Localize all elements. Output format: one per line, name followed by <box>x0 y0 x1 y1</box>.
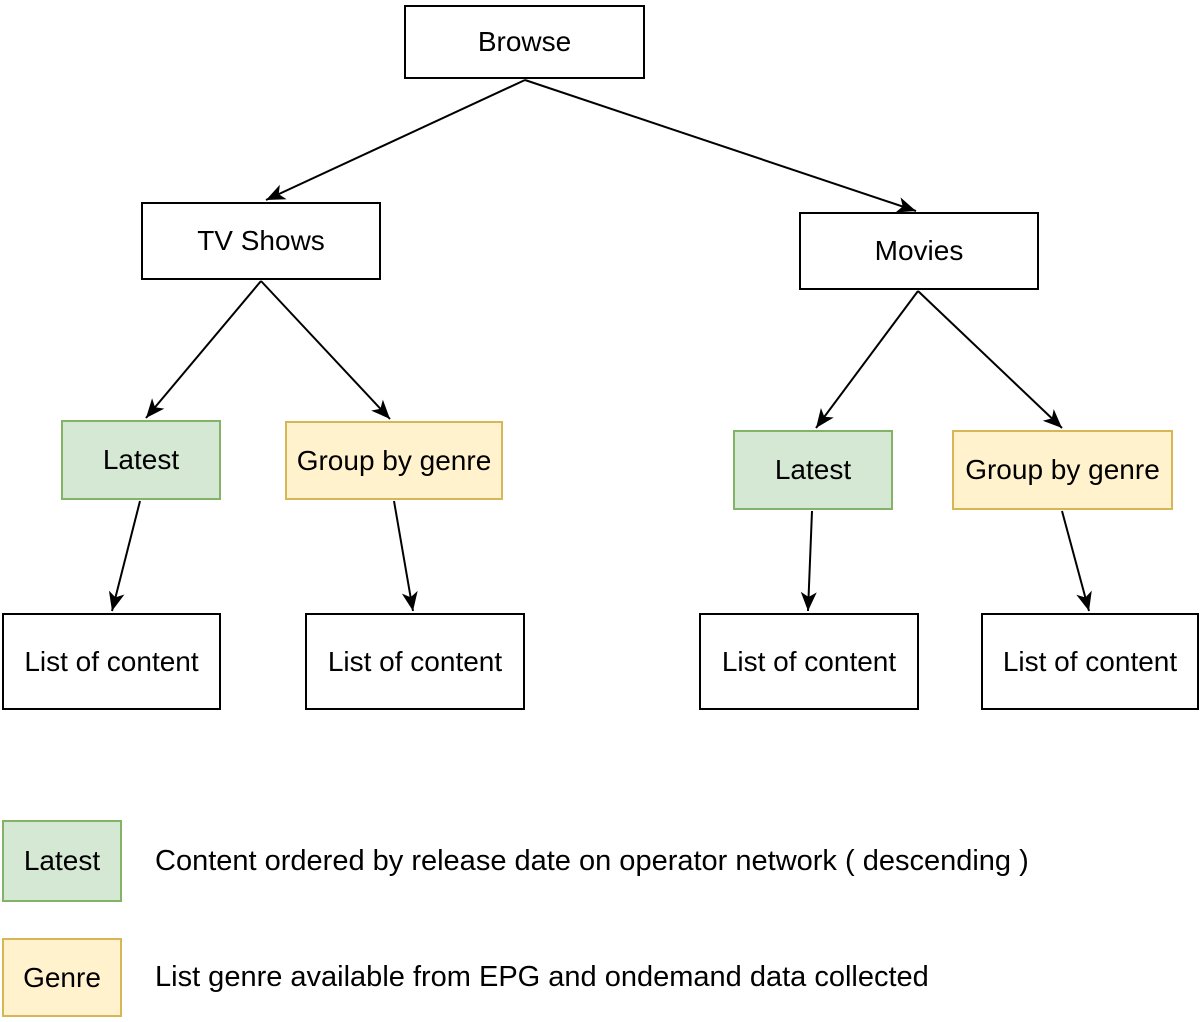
edge-browse-movies <box>524 79 917 213</box>
node-movies: Movies <box>799 212 1039 290</box>
node-movies-group-by-genre: Group by genre <box>952 430 1173 510</box>
edge-browse-tvshows <box>265 79 526 201</box>
edge-movies-genre <box>917 290 1063 429</box>
edge-mvlatest-list <box>800 510 817 612</box>
edge-tvshows-latest <box>145 280 262 419</box>
legend-genre-swatch: Genre <box>2 938 122 1017</box>
edge-tvshows-genre <box>260 280 391 420</box>
node-list-of-content-movies-genre: List of content <box>981 613 1199 710</box>
node-list-of-content-movies-latest: List of content <box>699 613 919 710</box>
edge-mvgenre-list <box>1061 510 1092 612</box>
legend-latest-description: Content ordered by release date on opera… <box>155 844 1029 877</box>
edge-tvgenre-list <box>393 500 418 612</box>
node-tv-group-by-genre: Group by genre <box>285 421 503 500</box>
node-list-of-content-tv-latest: List of content <box>2 613 221 710</box>
legend-genre-description: List genre available from EPG and ondema… <box>155 961 929 993</box>
edge-tvlatest-list <box>108 500 141 612</box>
node-movies-latest: Latest <box>733 430 893 510</box>
node-browse: Browse <box>404 5 645 79</box>
legend-latest-swatch: Latest <box>2 820 122 902</box>
edge-movies-latest <box>815 290 919 429</box>
node-list-of-content-tv-genre: List of content <box>305 613 525 710</box>
node-tv-latest: Latest <box>61 420 221 500</box>
node-tv-shows: TV Shows <box>141 202 381 280</box>
